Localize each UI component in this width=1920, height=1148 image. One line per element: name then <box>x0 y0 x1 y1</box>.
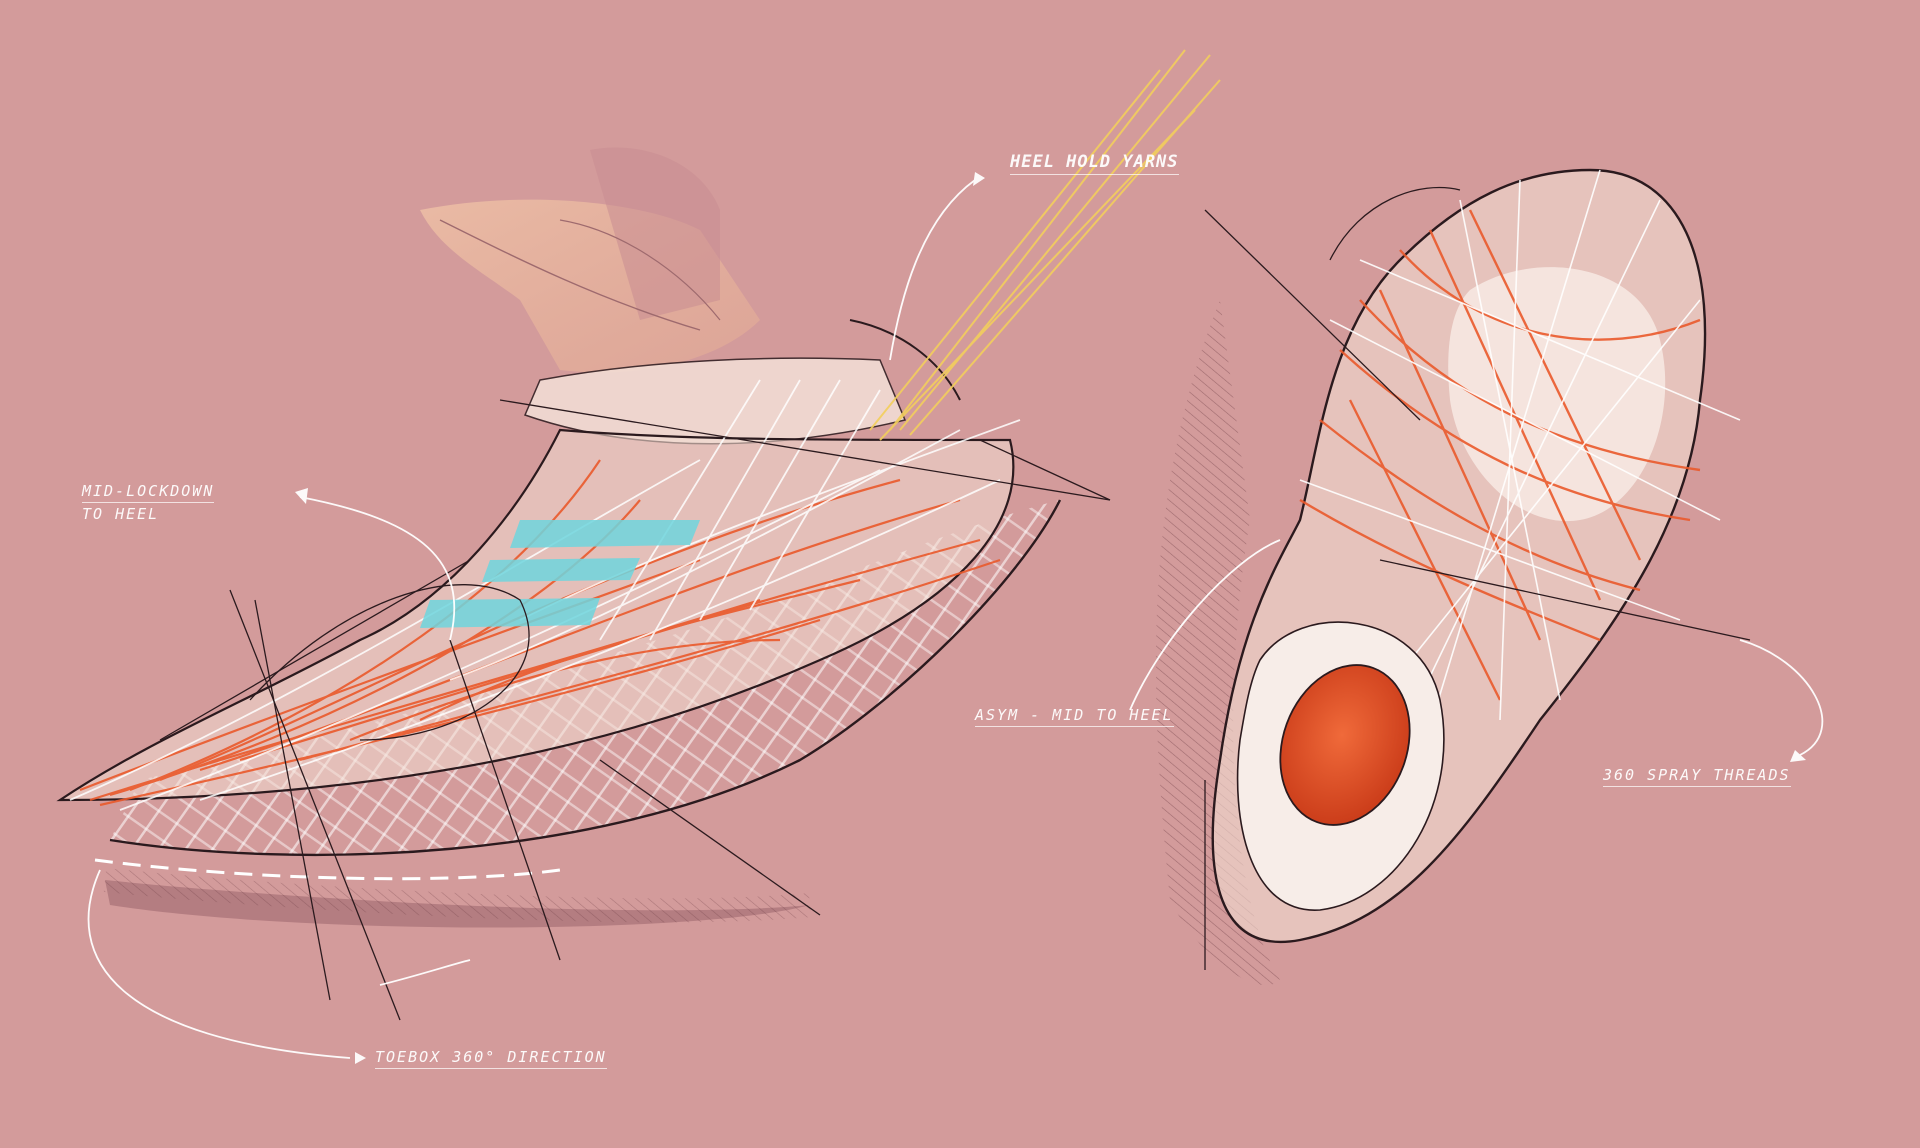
toebox-label: TOEBOX 360° DIRECTION <box>375 1048 607 1069</box>
sole-view-shoe <box>1155 168 1751 986</box>
spray-threads-label: 360 SPRAY THREADS <box>1603 766 1791 787</box>
heel-hold-label: HEEL HOLD YARNS <box>1010 152 1179 175</box>
spray-threads-callout-arrow <box>1739 639 1824 756</box>
heel-hold-callout-arrow <box>889 179 976 361</box>
toebox-callout-arrow <box>87 869 351 1059</box>
mid-lockdown-sublabel: TO HEEL <box>82 505 160 523</box>
asym-callout-arrow <box>1129 539 1281 711</box>
mid-lockdown-callout-arrow <box>299 496 456 641</box>
side-view-shoe <box>56 49 1221 1021</box>
heel-cup-icon <box>1279 664 1411 826</box>
mid-lockdown-label: MID-LOCKDOWN <box>82 482 215 503</box>
asym-mid-label: ASYM - MID TO HEEL <box>975 706 1174 727</box>
